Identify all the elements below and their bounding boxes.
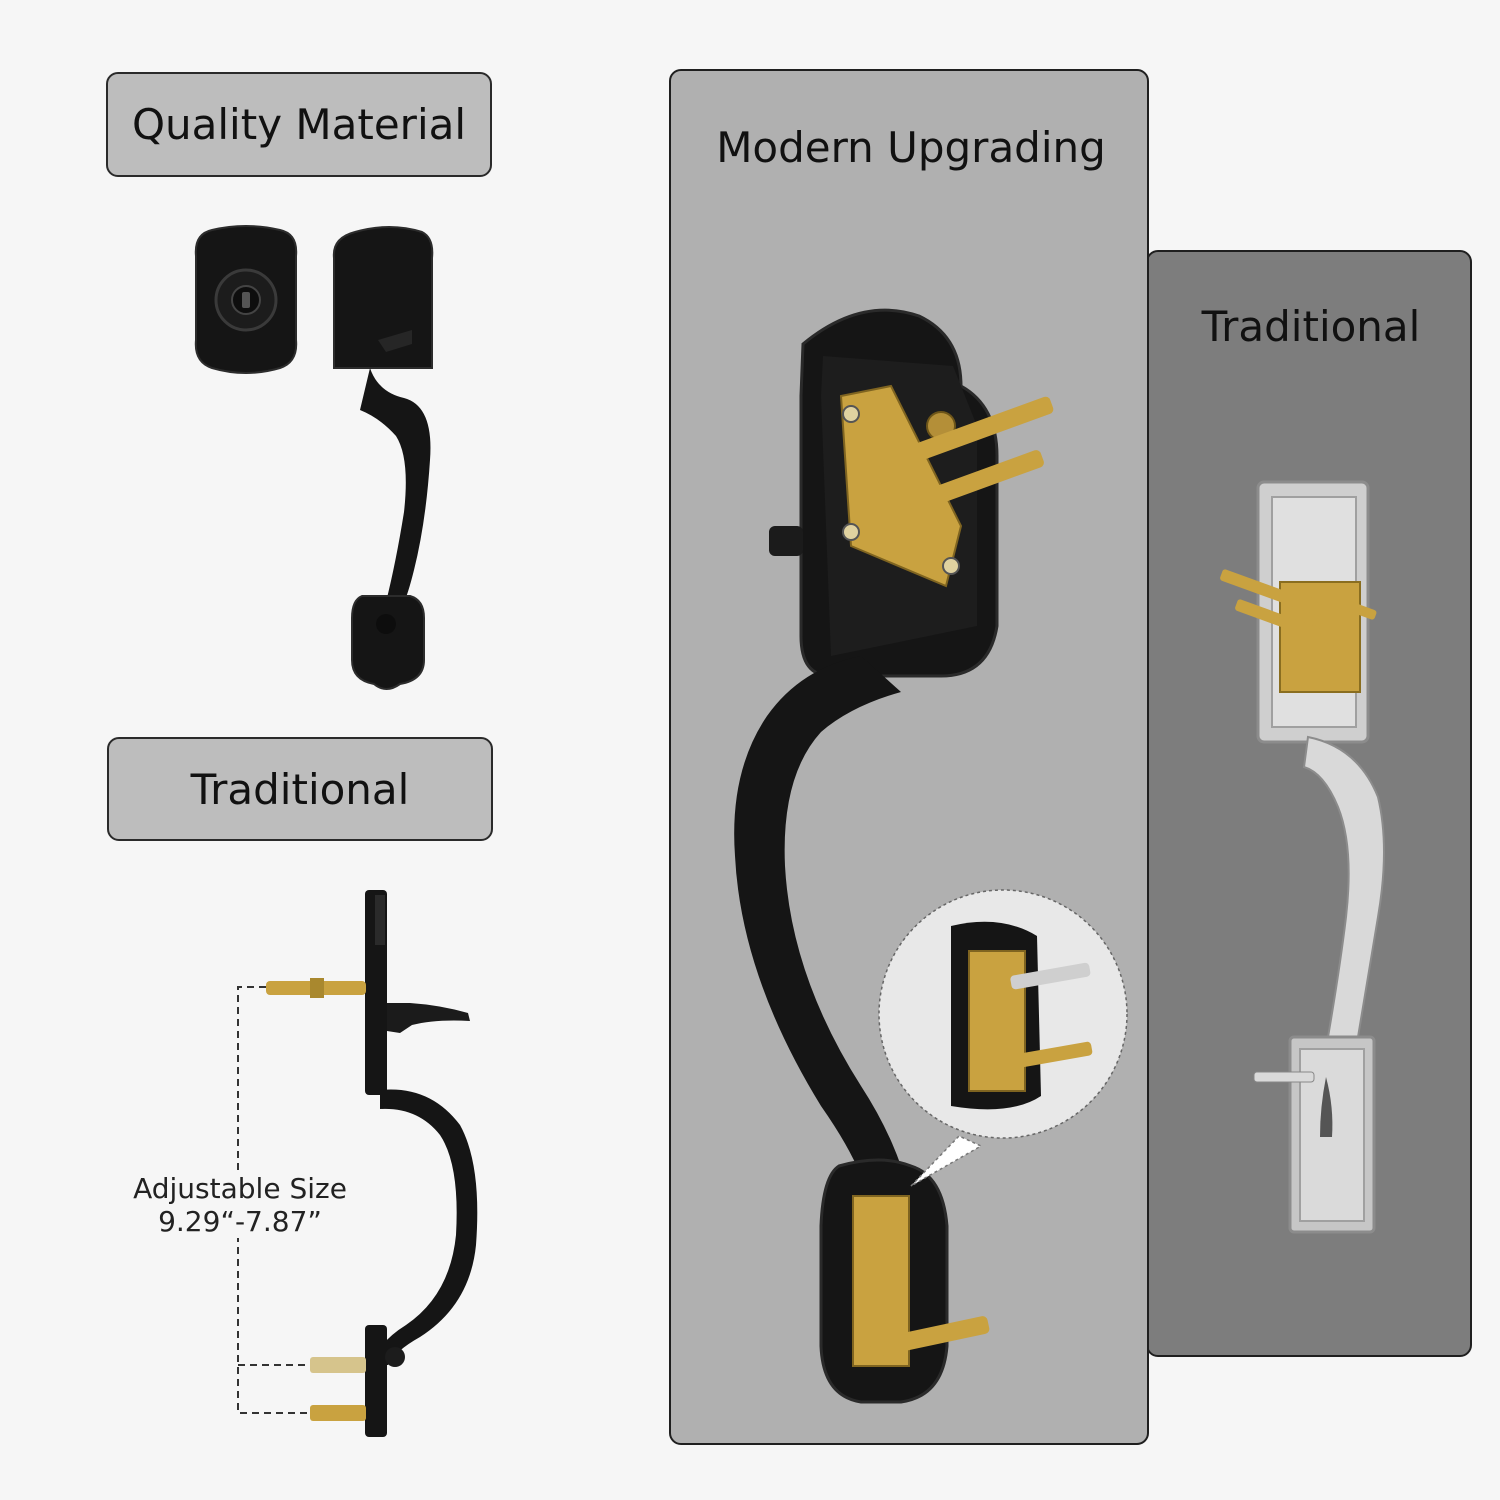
modern-handle-illustration [734, 308, 1128, 1404]
adjustable-size-title: Adjustable Size [133, 1172, 347, 1205]
quality-material-label: Quality Material [106, 72, 492, 177]
traditional-handle-illustration [1220, 480, 1385, 1234]
adjustable-size-label: Adjustable Size 9.29“-7.87” [110, 1172, 370, 1238]
adjustable-size-range: 9.29“-7.87” [158, 1205, 322, 1238]
traditional-grip [1302, 735, 1385, 1038]
side-thumb-lever [387, 1003, 470, 1033]
side-bottom-plate [365, 1325, 387, 1437]
quality-material-text: Quality Material [131, 100, 467, 149]
handle-grip [360, 368, 431, 602]
handle-bottom-plate [351, 595, 425, 690]
modern-spindle-2 [908, 450, 1044, 513]
bottom-pin-1 [310, 1357, 366, 1373]
bottom-pin-2 [310, 1405, 366, 1421]
traditional-panel-title: Traditional [1201, 302, 1421, 351]
modern-spindle-1 [908, 396, 1054, 463]
handleset-side-illustration [237, 890, 478, 1437]
traditional-left-text: Traditional [190, 764, 410, 814]
side-grip [370, 1089, 478, 1365]
modern-upgrading-panel: Modern Upgrading [669, 69, 1149, 1445]
handleset-front-illustration [194, 225, 434, 690]
traditional-panel: Traditional [1146, 250, 1472, 1357]
modern-mechanism [839, 384, 963, 588]
thumb-lever [378, 330, 412, 352]
modern-upgrading-title: Modern Upgrading [716, 123, 1106, 172]
traditional-label-left: Traditional [107, 737, 493, 841]
modern-grip [734, 656, 901, 1176]
